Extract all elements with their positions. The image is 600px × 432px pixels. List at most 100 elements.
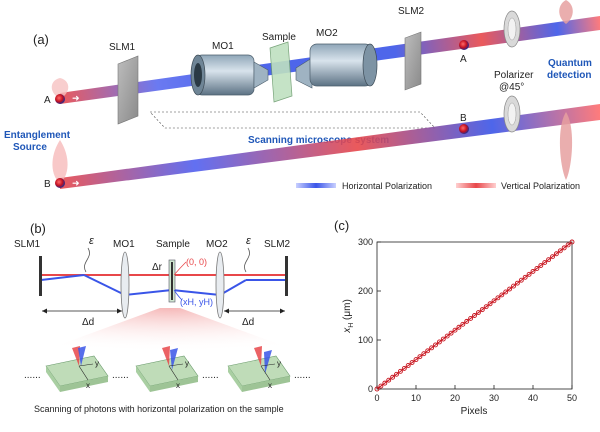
source-lobe-upper [51,78,69,99]
arrow-icon: ➜ [72,93,80,103]
zoom-cone [40,308,300,352]
detection-label-line1: Quantum [548,58,592,69]
y-tick-label: 0 [368,384,373,394]
data-point [394,371,399,377]
polarizer-label-line1: Polarizer [494,70,534,81]
data-point [514,280,520,286]
mo2-objective [295,43,378,89]
mo2-label: MO2 [316,28,338,39]
data-point [553,251,559,257]
scanning-system-label: Scanning microscope system [248,135,389,146]
arrowhead-icon [42,308,47,314]
data-point [417,354,423,360]
data-point [409,360,415,365]
arrowhead-icon [224,308,229,314]
data-point [546,257,552,263]
data-point [448,330,454,336]
ellipsis-right: ...... [294,370,311,381]
data-point [472,313,477,318]
panel-b: (b) SLM1 SLM2 MO1 MO2 Sample Δr (0, 0) (… [14,221,311,414]
slm2-b [285,256,288,296]
data-point [518,277,524,283]
data-point [452,327,458,333]
data-point [538,263,544,268]
y-tick-label: 300 [358,237,373,247]
data-points [374,239,575,392]
data-point [456,324,462,330]
panel-c-label: (c) [334,218,349,233]
data-point [526,271,532,277]
sample-b-label: Sample [156,239,190,250]
panel-a-label: (a) [33,32,49,47]
arrow-icon: ➜ [72,178,80,188]
data-point [550,254,555,260]
delta-d-label-2: Δd [242,317,254,328]
data-point [413,357,419,363]
x-tick-label: 20 [450,393,460,403]
data-point [433,342,438,348]
x-tick-label: 50 [567,393,577,403]
legend-horizontal-label: Horizontal Polarization [342,181,432,191]
slm1-plate [117,55,139,125]
beam-horizontal-pol-3 [124,289,173,296]
data-point [561,245,567,251]
data-point [569,239,575,245]
sample-b-core [171,262,173,300]
delta-r-label: Δr [152,262,163,273]
data-point [429,345,435,351]
photon-b-detect-label: B [460,113,467,124]
y-axis-label: xH (μm) [342,299,355,334]
data-point [405,363,411,368]
epsilon-2: ε [246,235,251,247]
arrowhead-icon [117,308,122,314]
scan-tile-2 [135,346,199,392]
data-point [378,383,384,389]
mo1-objective [190,54,269,96]
y-tick-label: 200 [358,286,373,296]
data-point [530,268,536,274]
slm1-b [39,256,42,296]
panel-b-label: (b) [30,221,46,236]
delta-d-label-1: Δd [82,317,94,328]
data-point [483,304,489,310]
data-point [534,266,540,271]
data-point [495,295,501,301]
data-point [487,301,493,307]
photon-b-source-label: B [44,179,51,190]
polarizer-a [503,10,521,48]
legend-vertical-label: Vertical Polarization [501,181,580,191]
photon-a-detect [459,40,469,50]
scan-tile-2-axis-y: y [185,359,189,368]
sample-slide [269,41,293,103]
data-point [507,286,513,292]
ellipsis-mid-2: ...... [202,370,219,381]
mo2-lens-b [215,251,225,319]
x-axis-label: Pixels [461,406,488,417]
beam-horizontal-pol-5 [219,279,247,296]
slm1-label: SLM1 [109,42,136,53]
scan-tile-3-axis-y: y [277,359,281,368]
data-point [503,289,509,295]
beam-horizontal-pol-4 [171,289,221,296]
slm1-b-label: SLM1 [14,239,41,250]
data-point [425,348,431,354]
scan-tile-2-axis-x: x [176,381,180,390]
photon-a-source [55,94,65,104]
mo1-lens-b [120,251,130,319]
panel-b-caption: Scanning of photons with horizontal pola… [34,404,284,414]
data-point [386,377,392,383]
data-point [499,292,505,298]
x-tick-label: 0 [374,393,379,403]
point-label: (xH, yH) [180,297,213,307]
ellipsis-left: ...... [24,370,41,381]
data-point [440,336,446,342]
photon-a-detect-label: A [460,54,467,65]
scan-tile-3 [227,346,291,392]
series-line [376,241,573,390]
data-point [557,248,563,254]
data-point [382,380,388,386]
data-point [511,283,516,289]
